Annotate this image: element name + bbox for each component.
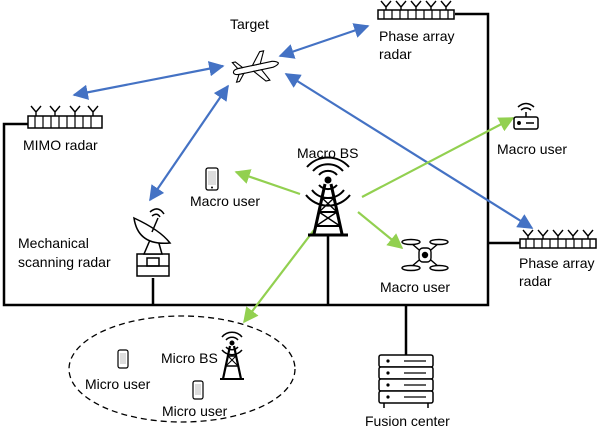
label-phase-array-radar-right-2: radar	[519, 273, 552, 289]
sensing-link-phase-array-top	[278, 23, 370, 59]
label-macro-user-right: Macro user	[497, 141, 568, 157]
smartphone-icon	[117, 349, 129, 369]
sensing-link-phase-array-right	[284, 73, 534, 229]
label-mimo-radar: MIMO radar	[23, 137, 98, 153]
drone-icon	[401, 238, 449, 272]
cell-tower-icon	[220, 331, 244, 380]
sensing-link-mimo	[72, 61, 225, 100]
mimo-antenna-icon	[27, 105, 103, 129]
airplane-icon	[231, 50, 280, 83]
phased-array-antenna-icon	[519, 229, 597, 249]
comm-link-macro-user-left	[234, 169, 301, 196]
server-rack-icon	[378, 354, 434, 408]
label-fusion-center: Fusion center	[365, 413, 450, 429]
label-target: Target	[230, 16, 269, 32]
micro-cell-boundary	[68, 315, 296, 423]
label-phase-array-radar-top-2: radar	[379, 46, 412, 62]
label-macro-user-drone: Macro user	[380, 279, 451, 295]
label-phase-array-radar-top: Phase array	[379, 28, 455, 44]
label-micro-user-1: Micro user	[85, 376, 151, 392]
label-macro-bs: Macro BS	[297, 145, 359, 161]
sensing-link-mechanical	[149, 84, 229, 202]
label-mechanical-radar-2: scanning radar	[18, 254, 111, 270]
smartphone-icon	[192, 380, 204, 400]
label-micro-bs: Micro BS	[161, 350, 218, 366]
label-macro-user-left: Macro user	[190, 193, 261, 209]
comm-link-drone	[357, 211, 404, 249]
sensing-links	[72, 23, 534, 229]
label-mechanical-radar: Mechanical	[18, 235, 89, 251]
label-phase-array-radar-right: Phase array	[519, 255, 595, 271]
communication-links	[234, 117, 515, 324]
router-icon	[513, 102, 539, 130]
label-micro-user-2: Micro user	[162, 403, 228, 419]
radar-dish-icon	[133, 208, 172, 277]
smartphone-icon	[205, 167, 219, 191]
comm-link-micro-bs	[243, 229, 315, 324]
backhaul-wiring	[2, 12, 520, 355]
cell-tower-icon	[305, 156, 351, 237]
phased-array-antenna-icon	[377, 0, 455, 20]
comm-link-macro-user-right	[361, 117, 515, 198]
